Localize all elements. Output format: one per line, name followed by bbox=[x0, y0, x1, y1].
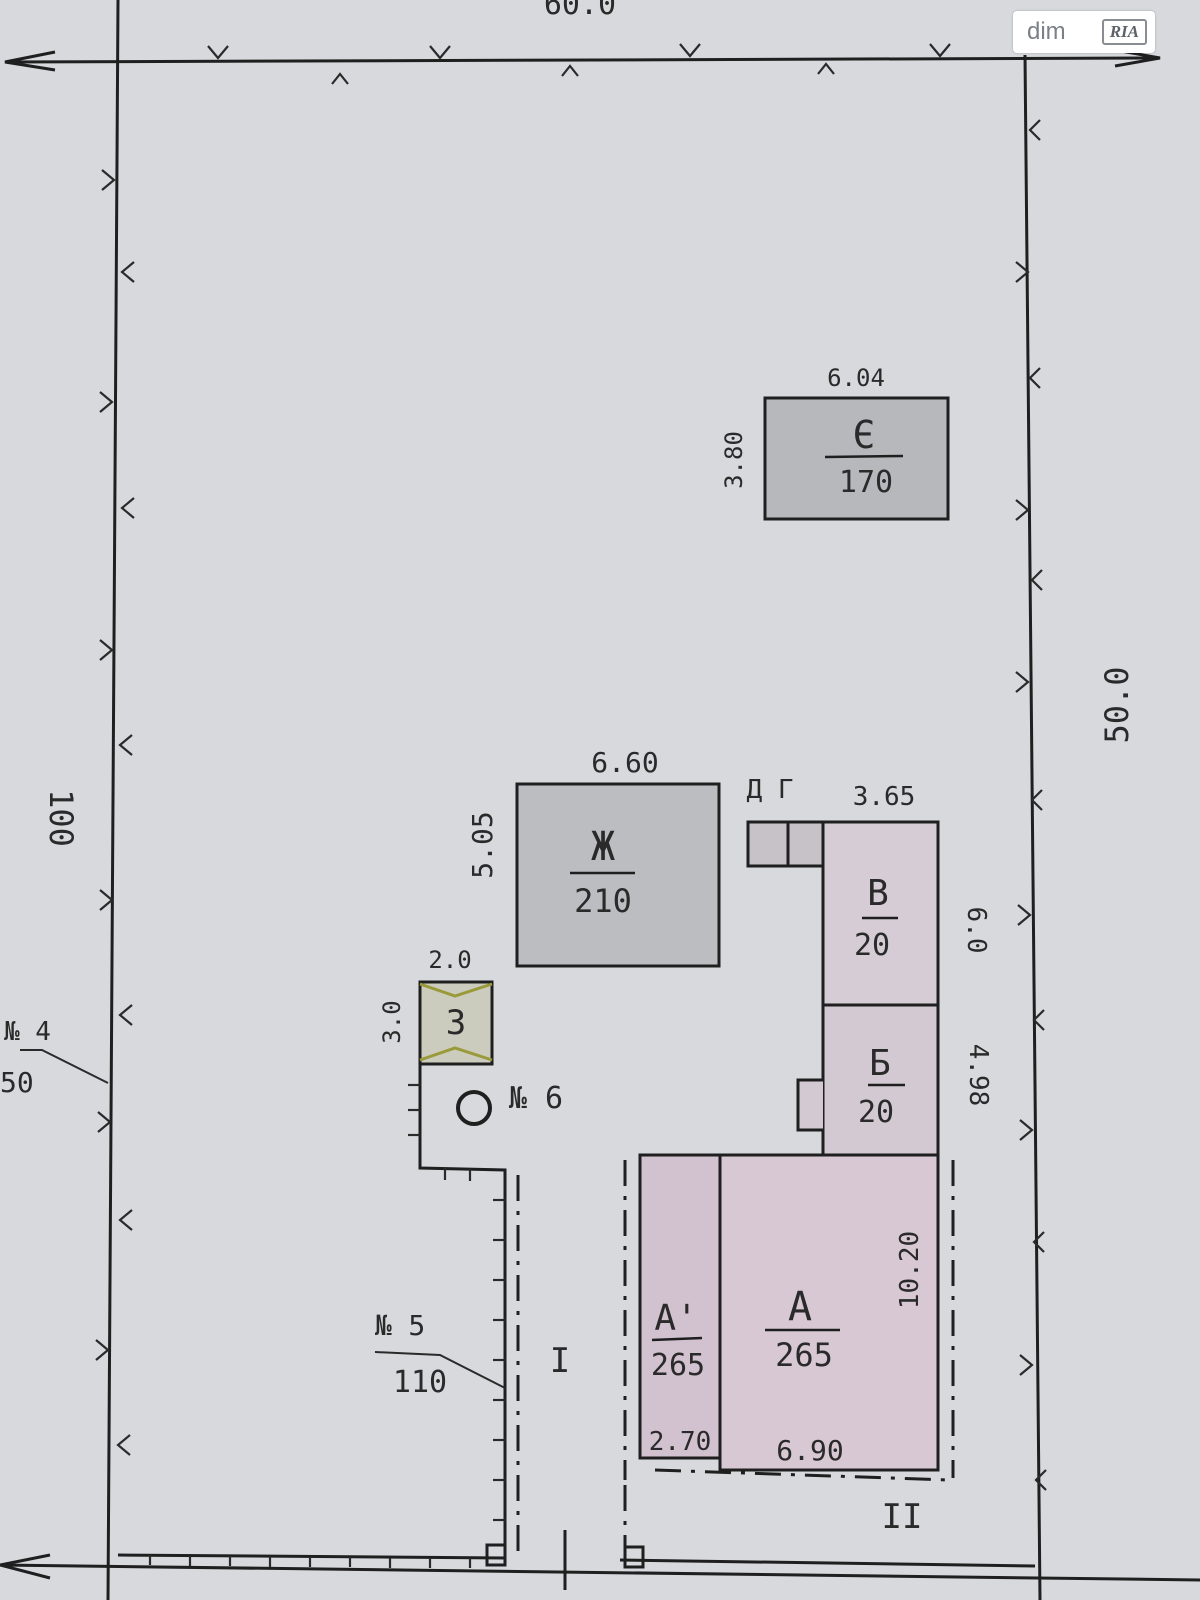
structure-Z-roof-top bbox=[419, 982, 493, 998]
building-Zh-letter: Ж bbox=[591, 824, 615, 870]
building-B-letter: Б bbox=[869, 1043, 891, 1084]
building-V-letter: В bbox=[867, 873, 889, 914]
structure-Z-width: 2.0 bbox=[428, 946, 471, 974]
fence-length: 110 bbox=[393, 1365, 447, 1400]
gate-label: I bbox=[550, 1341, 570, 1381]
right-boundary-line bbox=[1023, 54, 1042, 1600]
building-E-divider bbox=[824, 454, 904, 459]
building-Zh-area: 210 bbox=[574, 882, 632, 920]
building-B-area: 20 bbox=[858, 1095, 894, 1130]
building-Zh-width: 6.60 bbox=[591, 746, 658, 779]
building-A-area: 265 bbox=[775, 1336, 833, 1374]
building-V-height: 6.0 bbox=[961, 907, 991, 954]
left-callout-number: № 4 bbox=[4, 1017, 51, 1047]
fence-leader bbox=[374, 1351, 506, 1389]
watermark-dim: dim bbox=[1027, 18, 1066, 45]
left-dimension: 100 bbox=[42, 789, 80, 847]
inner-fence-ticks bbox=[148, 1083, 505, 1568]
boundary-ticks bbox=[95, 43, 1047, 1491]
left-boundary-line bbox=[106, 0, 120, 1600]
building-E-letter: Є bbox=[853, 413, 876, 457]
fence-number: № 5 bbox=[375, 1309, 426, 1342]
well-icon bbox=[456, 1090, 492, 1126]
building-E-height: 3.80 bbox=[720, 431, 748, 489]
building-V bbox=[821, 820, 940, 1007]
top-left-arrow bbox=[4, 50, 56, 72]
bottom-boundary-line bbox=[0, 1563, 1200, 1582]
building-A1-area: 265 bbox=[651, 1348, 705, 1383]
structure-Z-height: 3.0 bbox=[378, 1000, 406, 1043]
shed-DG-label: Д Г bbox=[747, 775, 794, 805]
right-dimension: 50.0 bbox=[1098, 666, 1136, 743]
bottom-fence-line bbox=[117, 1553, 506, 1560]
building-Zh bbox=[515, 782, 721, 968]
building-A-letter: А bbox=[788, 1284, 812, 1330]
fence-post-right bbox=[623, 1545, 645, 1569]
bottom-fence-line-right bbox=[619, 1558, 1036, 1568]
shed-DG bbox=[746, 820, 825, 868]
watermark-ria-logo: RIA bbox=[1101, 19, 1147, 45]
building-A-width: 6.90 bbox=[776, 1434, 843, 1467]
left-callout-value: 50 bbox=[0, 1066, 34, 1099]
watermark-badge: dim RIA bbox=[1013, 11, 1155, 53]
structure-Z-roof-bottom bbox=[419, 1046, 493, 1062]
building-V-width: 3.65 bbox=[853, 782, 916, 812]
building-B-height: 4.98 bbox=[963, 1044, 993, 1107]
building-A1-letter: А' bbox=[654, 1298, 697, 1339]
corner-label: II bbox=[882, 1497, 923, 1537]
building-A bbox=[718, 1153, 940, 1472]
bottom-left-arrow bbox=[0, 1553, 51, 1580]
building-E-width: 6.04 bbox=[827, 364, 885, 392]
building-V-area: 20 bbox=[854, 928, 890, 963]
building-A1-width: 2.70 bbox=[649, 1427, 712, 1457]
building-E bbox=[763, 396, 950, 521]
well-label: № 6 bbox=[509, 1081, 563, 1116]
building-B-porch bbox=[796, 1078, 823, 1132]
left-callout-leader bbox=[20, 1049, 109, 1084]
top-dimension: 60.0 bbox=[544, 0, 616, 22]
building-A-height: 10.20 bbox=[895, 1231, 925, 1309]
building-E-area: 170 bbox=[839, 465, 893, 500]
structure-Z-letter: З bbox=[446, 1003, 466, 1043]
top-boundary-line bbox=[4, 56, 1161, 64]
building-Zh-height: 5.05 bbox=[466, 811, 499, 878]
building-A1-divider bbox=[651, 1336, 703, 1342]
fence-post-left bbox=[485, 1543, 507, 1567]
inner-fence bbox=[418, 1064, 507, 1560]
